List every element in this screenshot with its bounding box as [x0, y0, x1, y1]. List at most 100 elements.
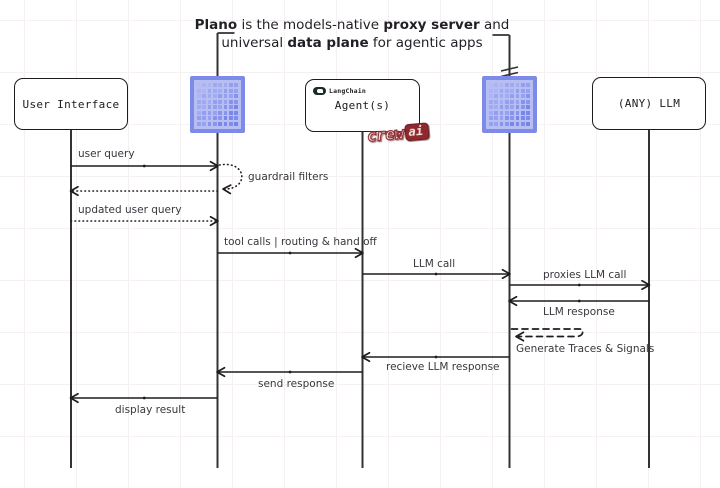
plano-grid-cell: [197, 116, 201, 121]
message-label[interactable]: updated user query: [78, 204, 182, 216]
plano-grid-cell: [202, 105, 207, 110]
plano-grid-cell: [197, 110, 201, 115]
plano-grid-cell: [510, 88, 515, 93]
plano-grid-cell: [228, 99, 233, 104]
plano-grid-cell: [234, 88, 238, 93]
message-loop-1[interactable]: [218, 163, 243, 195]
actor-plano-proxy-left-plano-grid-icon[interactable]: [190, 76, 245, 133]
plano-grid-cell: [197, 83, 201, 88]
plano-grid-cell: [197, 94, 201, 99]
plano-grid-cell: [510, 116, 515, 121]
plano-grid-cell: [510, 99, 515, 104]
plano-grid-cell: [207, 110, 212, 115]
plano-grid-cell: [515, 105, 520, 110]
plano-grid-cell: [212, 94, 217, 99]
plano-grid-cell: [515, 99, 520, 104]
plano-grid-cell: [494, 94, 499, 99]
arrow-mid-handle[interactable]: [577, 299, 581, 303]
message-label[interactable]: tool calls | routing & hand off: [224, 236, 377, 248]
message-label[interactable]: LLM response: [543, 306, 615, 318]
message-label[interactable]: display result: [115, 404, 186, 416]
plano-grid-cell: [499, 94, 504, 99]
plano-grid-cell: [228, 116, 233, 121]
plano-grid-cell: [223, 88, 228, 93]
title-text-segment: universal: [221, 35, 288, 51]
plano-grid-cell: [207, 83, 212, 88]
plano-grid-cell: [515, 83, 520, 88]
plano-grid-cell: [223, 121, 228, 126]
plano-grid-cell: [494, 116, 499, 121]
plano-grid-cell: [499, 99, 504, 104]
actor-user-interface[interactable]: User Interface: [14, 78, 128, 130]
plano-grid-cell: [218, 105, 223, 110]
message-label[interactable]: user query: [78, 148, 135, 160]
arrow-mid-handle[interactable]: [142, 164, 146, 168]
plano-grid-cell: [494, 105, 499, 110]
plano-grid-cell: [494, 99, 499, 104]
plano-grid-cell: [494, 121, 499, 126]
plano-grid-cell: [504, 110, 509, 115]
arrow-mid-handle[interactable]: [434, 272, 438, 276]
message-label[interactable]: send response: [258, 378, 335, 390]
langchain-logo: LangChain: [313, 87, 366, 95]
plano-grid-cell: [234, 99, 238, 104]
plano-grid-cell: [494, 88, 499, 93]
plano-grid-cell: [228, 110, 233, 115]
plano-grid-cell: [526, 88, 530, 93]
arrow-mid-handle[interactable]: [288, 370, 292, 374]
actor-any-llm[interactable]: (ANY) LLM: [592, 77, 706, 130]
plano-grid-cell: [207, 121, 212, 126]
message-label[interactable]: proxies LLM call: [543, 269, 627, 281]
plano-grid-cell: [207, 116, 212, 121]
arrow-mid-handle[interactable]: [434, 355, 438, 359]
actor-plano-proxy-right-plano-grid-icon[interactable]: [482, 76, 537, 133]
plano-grid-cell: [223, 110, 228, 115]
arrow-mid-handle[interactable]: [288, 251, 292, 255]
plano-grid-cell: [520, 116, 525, 121]
plano-grid-cell: [228, 121, 233, 126]
plano-grid-cell: [510, 110, 515, 115]
plano-grid-cell: [202, 99, 207, 104]
plano-grid-cell: [510, 94, 515, 99]
message-label[interactable]: recieve LLM response: [386, 361, 500, 373]
crewai-logo-crew-text: crew: [366, 122, 405, 146]
diagram-title-line1: Plano is the models-native proxy server …: [167, 16, 537, 34]
plano-grid-cell: [234, 116, 238, 121]
plano-grid-cell: [212, 110, 217, 115]
plano-grid-cell: [223, 83, 228, 88]
plano-grid-cell: [228, 88, 233, 93]
plano-grid-cell: [223, 99, 228, 104]
langchain-logo-text: LangChain: [329, 87, 367, 95]
plano-grid-cell: [499, 83, 504, 88]
title-text-segment: data plane: [287, 35, 369, 51]
plano-grid-cell: [223, 94, 228, 99]
title-text-segment: proxy server: [383, 17, 480, 33]
plano-grid-cell: [202, 116, 207, 121]
title-text-segment: Plano: [194, 17, 238, 33]
message-label[interactable]: LLM call: [413, 258, 456, 270]
message-label[interactable]: Generate Traces & Signals: [516, 343, 655, 355]
plano-grid-cell: [197, 99, 201, 104]
actor-label: Agent(s): [334, 99, 391, 112]
diagram-title[interactable]: Plano is the models-native proxy server …: [167, 16, 537, 52]
arrow-mid-handle[interactable]: [577, 283, 581, 287]
plano-grid-cell: [510, 105, 515, 110]
actor-label: (ANY) LLM: [617, 97, 681, 110]
plano-grid-cell: [489, 105, 493, 110]
plano-grid-cell: [202, 110, 207, 115]
plano-grid-cell: [504, 105, 509, 110]
plano-grid-cell: [218, 94, 223, 99]
plano-grid-cell: [499, 105, 504, 110]
plano-grid-cell: [207, 88, 212, 93]
plano-grid-cell: [234, 83, 238, 88]
message-loop-8[interactable]: [510, 328, 584, 342]
plano-grid-cell: [515, 116, 520, 121]
plano-grid-cell: [504, 88, 509, 93]
message-label[interactable]: guardrail filters: [248, 171, 329, 183]
plano-grid-cell: [504, 99, 509, 104]
arrow-mid-handle[interactable]: [142, 396, 146, 400]
plano-grid-cell: [526, 116, 530, 121]
plano-grid-cell: [520, 94, 525, 99]
